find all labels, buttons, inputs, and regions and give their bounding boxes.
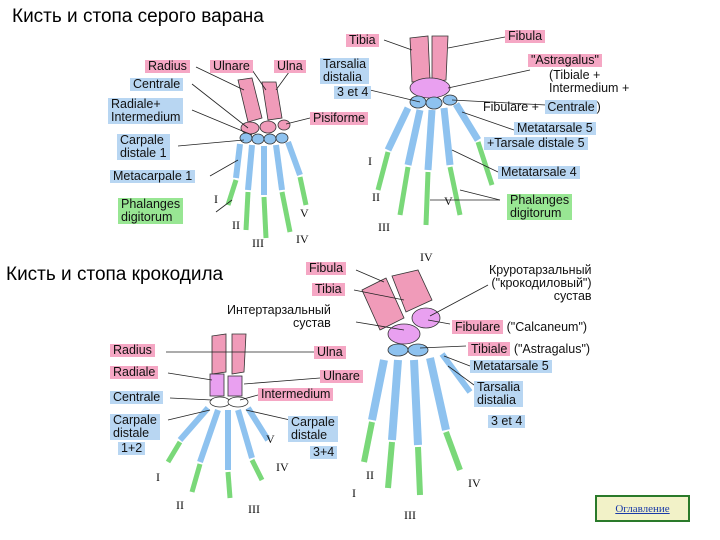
- fibulare-row: Fibulare ("Calcaneum"): [452, 318, 587, 336]
- label-fibulare: Fibulare +: [483, 100, 543, 114]
- digit-numeral: II: [232, 218, 240, 232]
- digit-numeral: III: [378, 220, 390, 234]
- label-croc-radiale: Radiale: [110, 366, 159, 379]
- label-croc-ulna: Ulna: [314, 346, 346, 359]
- label-croc-radius: Radius: [110, 344, 155, 357]
- croc-title: Кисть и стопа крокодила: [6, 264, 224, 286]
- label-ulna: Ulna: [274, 60, 306, 73]
- label-astragalus: "Astragalus": [528, 54, 602, 67]
- label-croc-ulnare: Ulnare: [320, 370, 363, 383]
- fibulare-centrale-row: Fibulare + Centrale): [480, 98, 601, 116]
- digit-numeral: III: [252, 236, 264, 250]
- digit-numeral: II: [176, 498, 184, 512]
- digit-numeral: V: [444, 194, 453, 208]
- varan-hand-bones: [225, 77, 309, 239]
- digit-numeral: I: [352, 486, 356, 500]
- digit-numeral: II: [372, 190, 380, 204]
- tibiale-row: Tibiale ("Astragalus"): [468, 340, 590, 358]
- label-tarsale-distale5: +Tarsale distale 5: [484, 137, 588, 150]
- digit-numeral: V: [266, 432, 275, 446]
- label-croc-centrale: Centrale: [110, 391, 164, 404]
- label-radiale-intermedium: Radiale+ Intermedium: [108, 98, 184, 124]
- label-centrale-foot: Centrale: [545, 100, 597, 114]
- label-phalanges-hand: Phalanges digitorum: [118, 198, 184, 224]
- digit-numeral: II: [366, 468, 374, 482]
- label-pisiforme: Pisiforme: [310, 112, 369, 125]
- label-tibia: Tibia: [346, 34, 379, 47]
- label-croc-tibiale: Tibiale: [468, 342, 511, 356]
- label-croc-carpale-left: Carpale distale: [110, 414, 160, 440]
- label-tarsalia-distalia: Tarsalia distalia: [320, 58, 370, 84]
- label-croc-fibulare: Fibulare: [452, 320, 504, 334]
- croc-foot-bones: [361, 269, 473, 496]
- label-metatarsale4: Metatarsale 4: [498, 166, 580, 179]
- digit-numeral: IV: [296, 232, 309, 246]
- label-croc-metatarsale5: Metatarsale 5: [470, 360, 552, 373]
- varan-foot-bones: [375, 35, 495, 226]
- digit-numeral: IV: [420, 250, 433, 264]
- label-croc-tarsalia: Tarsalia distalia: [474, 381, 524, 407]
- digit-numeral: III: [248, 502, 260, 516]
- label-metacarpale: Metacarpale 1: [110, 170, 196, 183]
- label-croc-astragalus: ("Astragalus"): [510, 342, 591, 356]
- digit-numeral: IV: [276, 460, 289, 474]
- label-crurotarsal: Круротарзальный ("крокодиловый") сустав: [489, 263, 592, 303]
- label-croc-tarsalia-number: 3 et 4: [488, 415, 526, 428]
- croc-hand-bones: [165, 333, 271, 499]
- digit-numeral: I: [368, 154, 372, 168]
- label-centrale: Centrale: [130, 78, 184, 91]
- label-croc-fibula: Fibula: [306, 262, 347, 275]
- digit-numeral: I: [156, 470, 160, 484]
- digit-numeral: III: [404, 508, 416, 522]
- label-calcaneum: ("Calcaneum"): [503, 320, 588, 334]
- label-astragalus-desc: (Tibiale + Intermedium +: [549, 68, 630, 95]
- label-close-paren: ): [596, 100, 601, 114]
- table-of-contents-link[interactable]: Оглавление: [595, 495, 690, 522]
- label-radius: Radius: [145, 60, 190, 73]
- label-croc-carpale-left-num: 1+2: [118, 442, 146, 455]
- label-metatarsale5: Metatarsale 5: [514, 122, 596, 135]
- digit-numeral: I: [214, 192, 218, 206]
- digit-numeral: IV: [468, 476, 481, 490]
- label-croc-carpale-right: Carpale distale: [288, 416, 338, 442]
- label-tarsalia-number: 3 et 4: [334, 86, 372, 99]
- digit-numeral: V: [300, 206, 309, 220]
- label-croc-tibia: Tibia: [312, 283, 345, 296]
- leader-lines: [166, 36, 547, 421]
- label-fibula: Fibula: [505, 30, 546, 43]
- toc-link-label[interactable]: Оглавление: [615, 502, 670, 515]
- label-ulnare: Ulnare: [210, 60, 253, 73]
- label-croc-carpale-right-num: 3+4: [310, 446, 338, 459]
- label-carpale-distale: Carpale distale 1: [117, 134, 170, 160]
- label-phalanges-foot: Phalanges digitorum: [507, 194, 573, 220]
- label-intertarsal: Интертарзальный сустав: [227, 303, 331, 330]
- varan-title: Кисть и стопа серого варана: [12, 6, 264, 28]
- label-croc-intermedium: Intermedium: [258, 388, 334, 401]
